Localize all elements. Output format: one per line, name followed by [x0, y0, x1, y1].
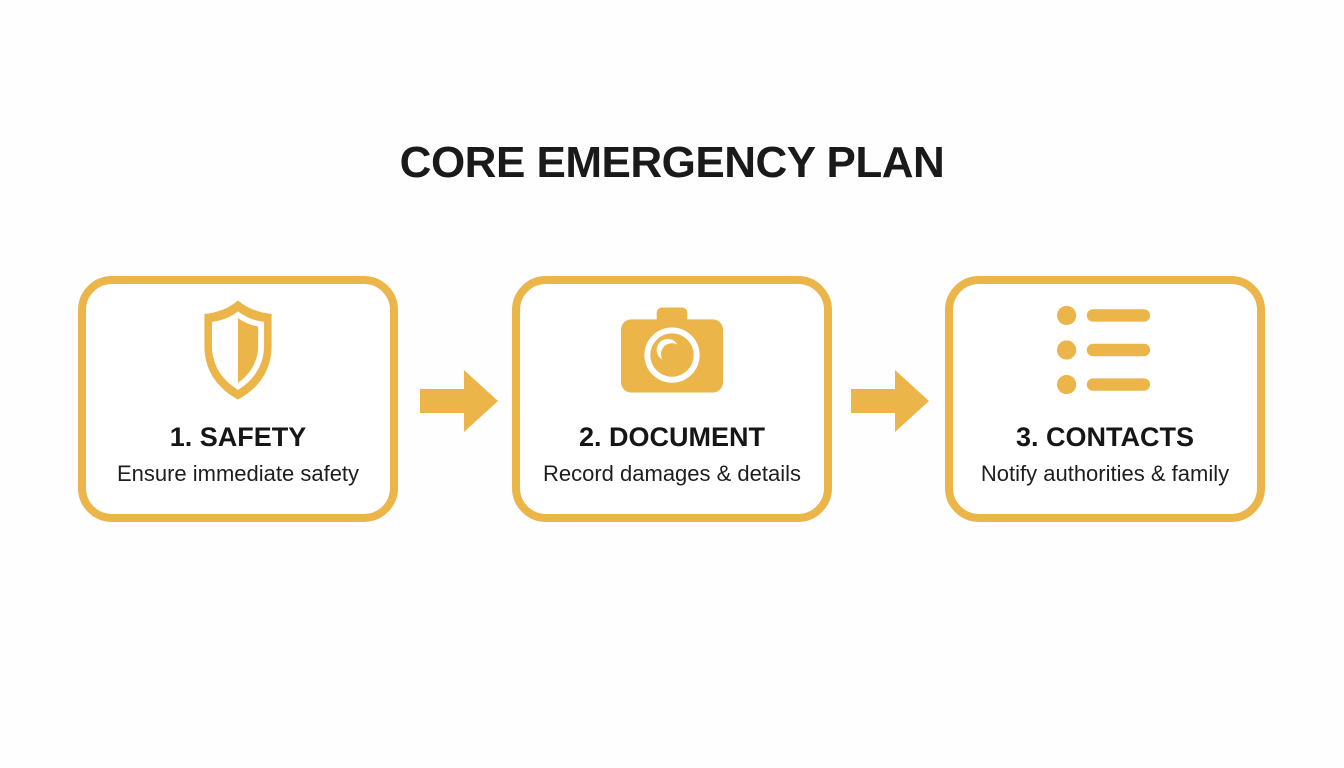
step-subtitle: Record damages & details [542, 461, 802, 486]
step-heading: 1. SAFETY [169, 422, 307, 452]
step-heading: 3. CONTACTS [1015, 422, 1194, 452]
step-subtitle: Notify authorities & family [980, 461, 1230, 486]
step-subtitle: Ensure immediate safety [116, 461, 360, 486]
step-card-safety: 1. SAFETY Ensure immediate safety [78, 276, 398, 522]
arrow-right-icon [420, 370, 498, 432]
step-card-document: 2. DOCUMENT Record damages & details [512, 276, 832, 522]
bullet-list-icon [1057, 298, 1153, 402]
arrow-right-icon [851, 370, 929, 432]
camera-icon [621, 298, 723, 402]
step-card-contacts: 3. CONTACTS Notify authorities & family [945, 276, 1265, 522]
page-title: CORE EMERGENCY PLAN [399, 138, 945, 187]
shield-half-icon [196, 298, 280, 402]
step-heading: 2. DOCUMENT [578, 422, 765, 452]
